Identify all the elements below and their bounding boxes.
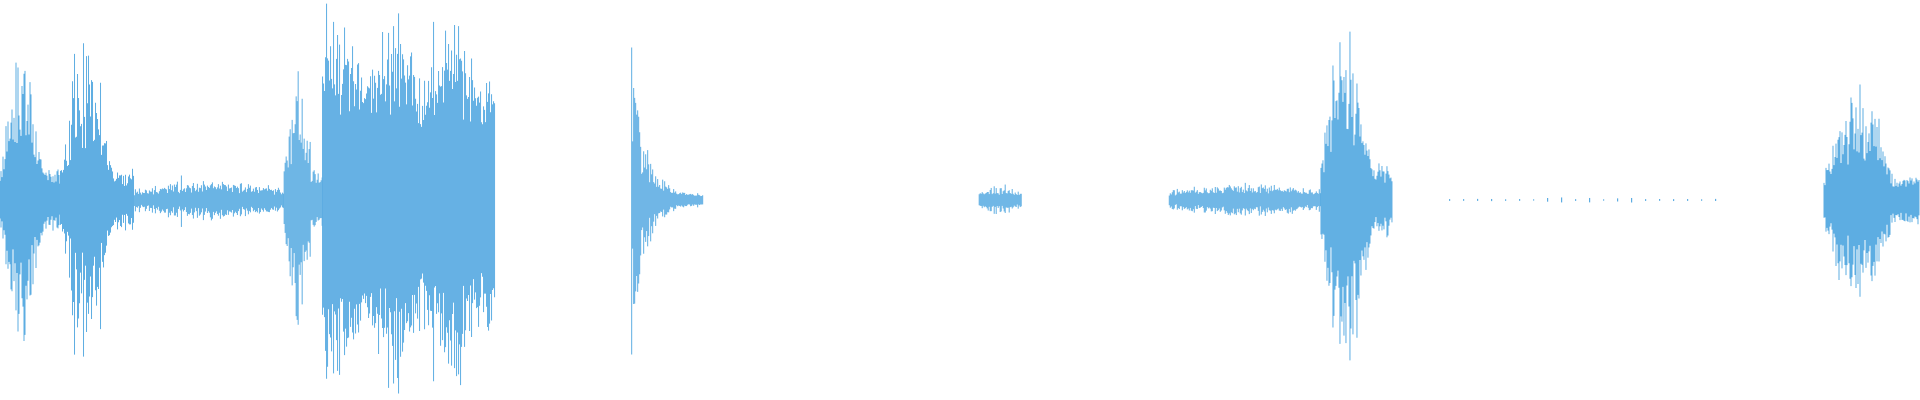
waveform-bars [0,3,1920,394]
